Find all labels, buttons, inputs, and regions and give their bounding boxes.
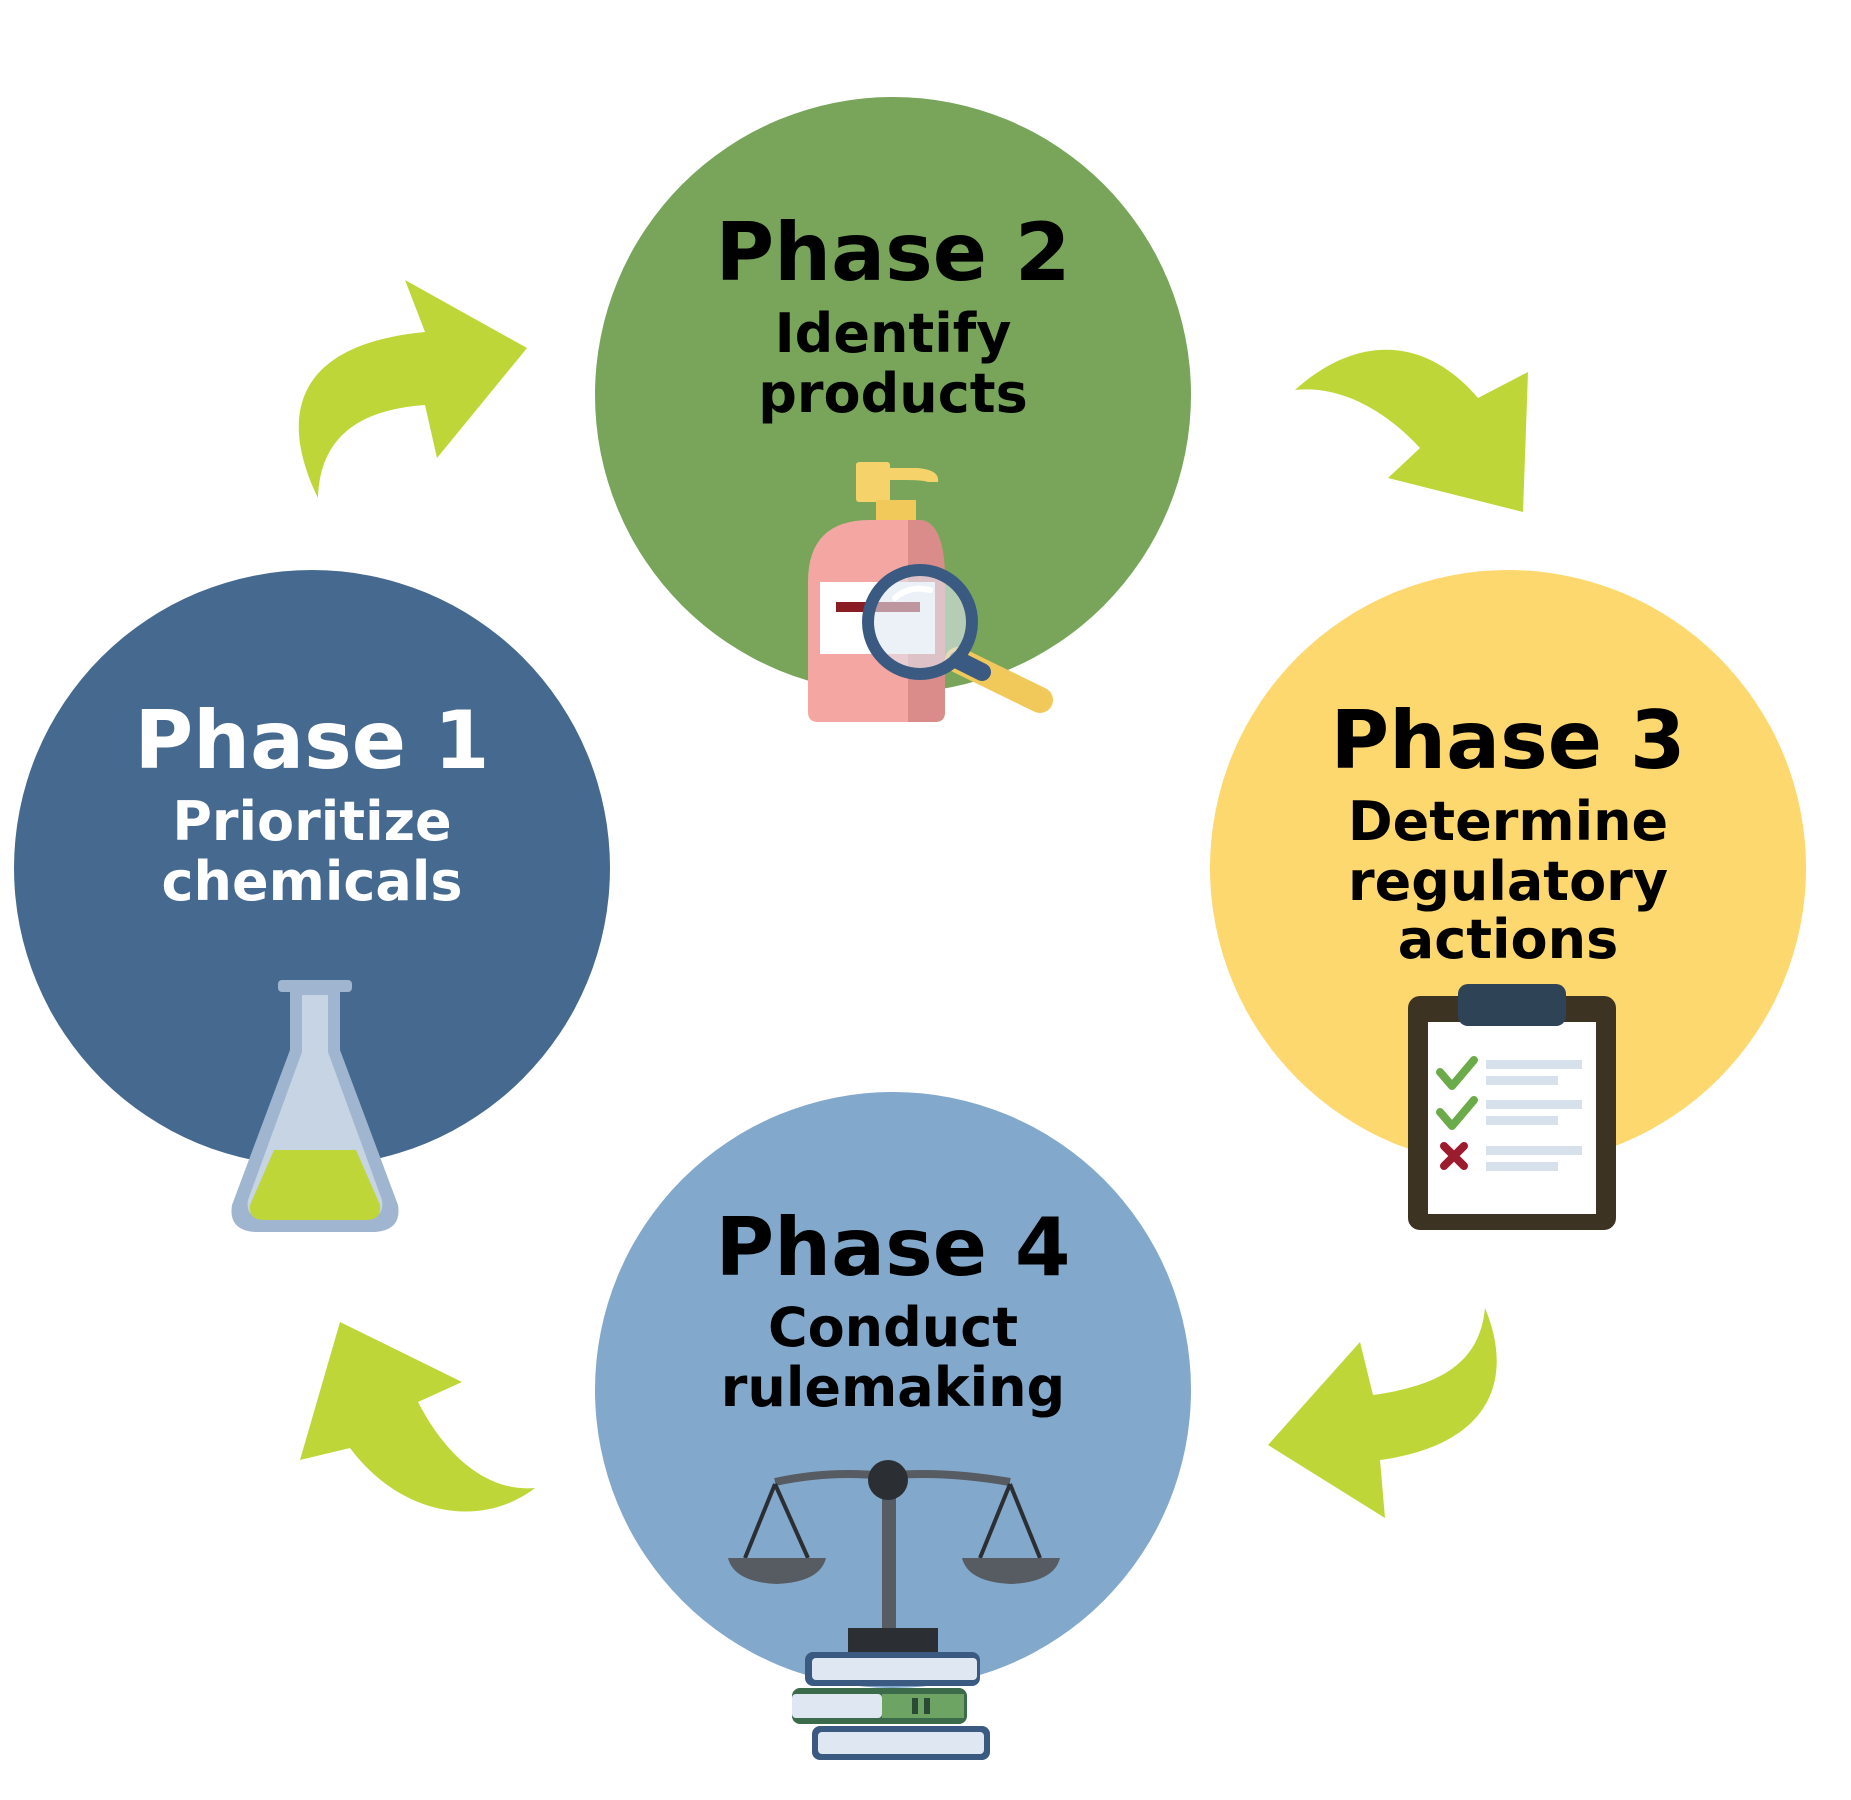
phase3-circle [1210,570,1806,1166]
phase1-circle [14,570,610,1166]
phase4-circle [595,1092,1191,1688]
phase3-description-line1: Determine [1348,790,1668,853]
flask-icon [231,980,399,1232]
arrow-phase2-to-phase3 [1295,349,1528,512]
phase3-description-line3: actions [1398,908,1618,971]
phase3-description-line2: regulatory [1348,850,1668,913]
phase4-title: Phase 4 [716,1201,1071,1294]
phase2-description-line2: products [758,362,1027,425]
phase2-title: Phase 2 [716,206,1071,299]
phase2-circle [595,97,1191,693]
phase2-label: Phase 2 Identify products [716,206,1071,425]
scales-books-icon [728,1460,1060,1760]
arrow-phase3-to-phase4 [1268,1308,1497,1518]
phase4-label: Phase 4 Conduct rulemaking [716,1201,1071,1419]
phase3-title: Phase 3 [1331,694,1686,787]
phase1-label: Phase 1 Prioritize chemicals [135,694,490,913]
bottle-magnifier-icon [808,462,1053,722]
phase3-label: Phase 3 Determine regulatory actions [1331,694,1686,971]
phase1-description-line1: Prioritize [172,790,451,853]
phase2-description-line1: Identify [775,302,1012,365]
clipboard-checklist-icon [1408,984,1616,1230]
arrow-phase4-to-phase1 [300,1322,535,1512]
phase4-description-line2: rulemaking [721,1356,1065,1419]
phase1-description-line2: chemicals [162,850,463,913]
arrow-phase1-to-phase2 [298,280,527,498]
phase4-description-line1: Conduct [768,1296,1018,1359]
phase1-title: Phase 1 [135,694,490,787]
